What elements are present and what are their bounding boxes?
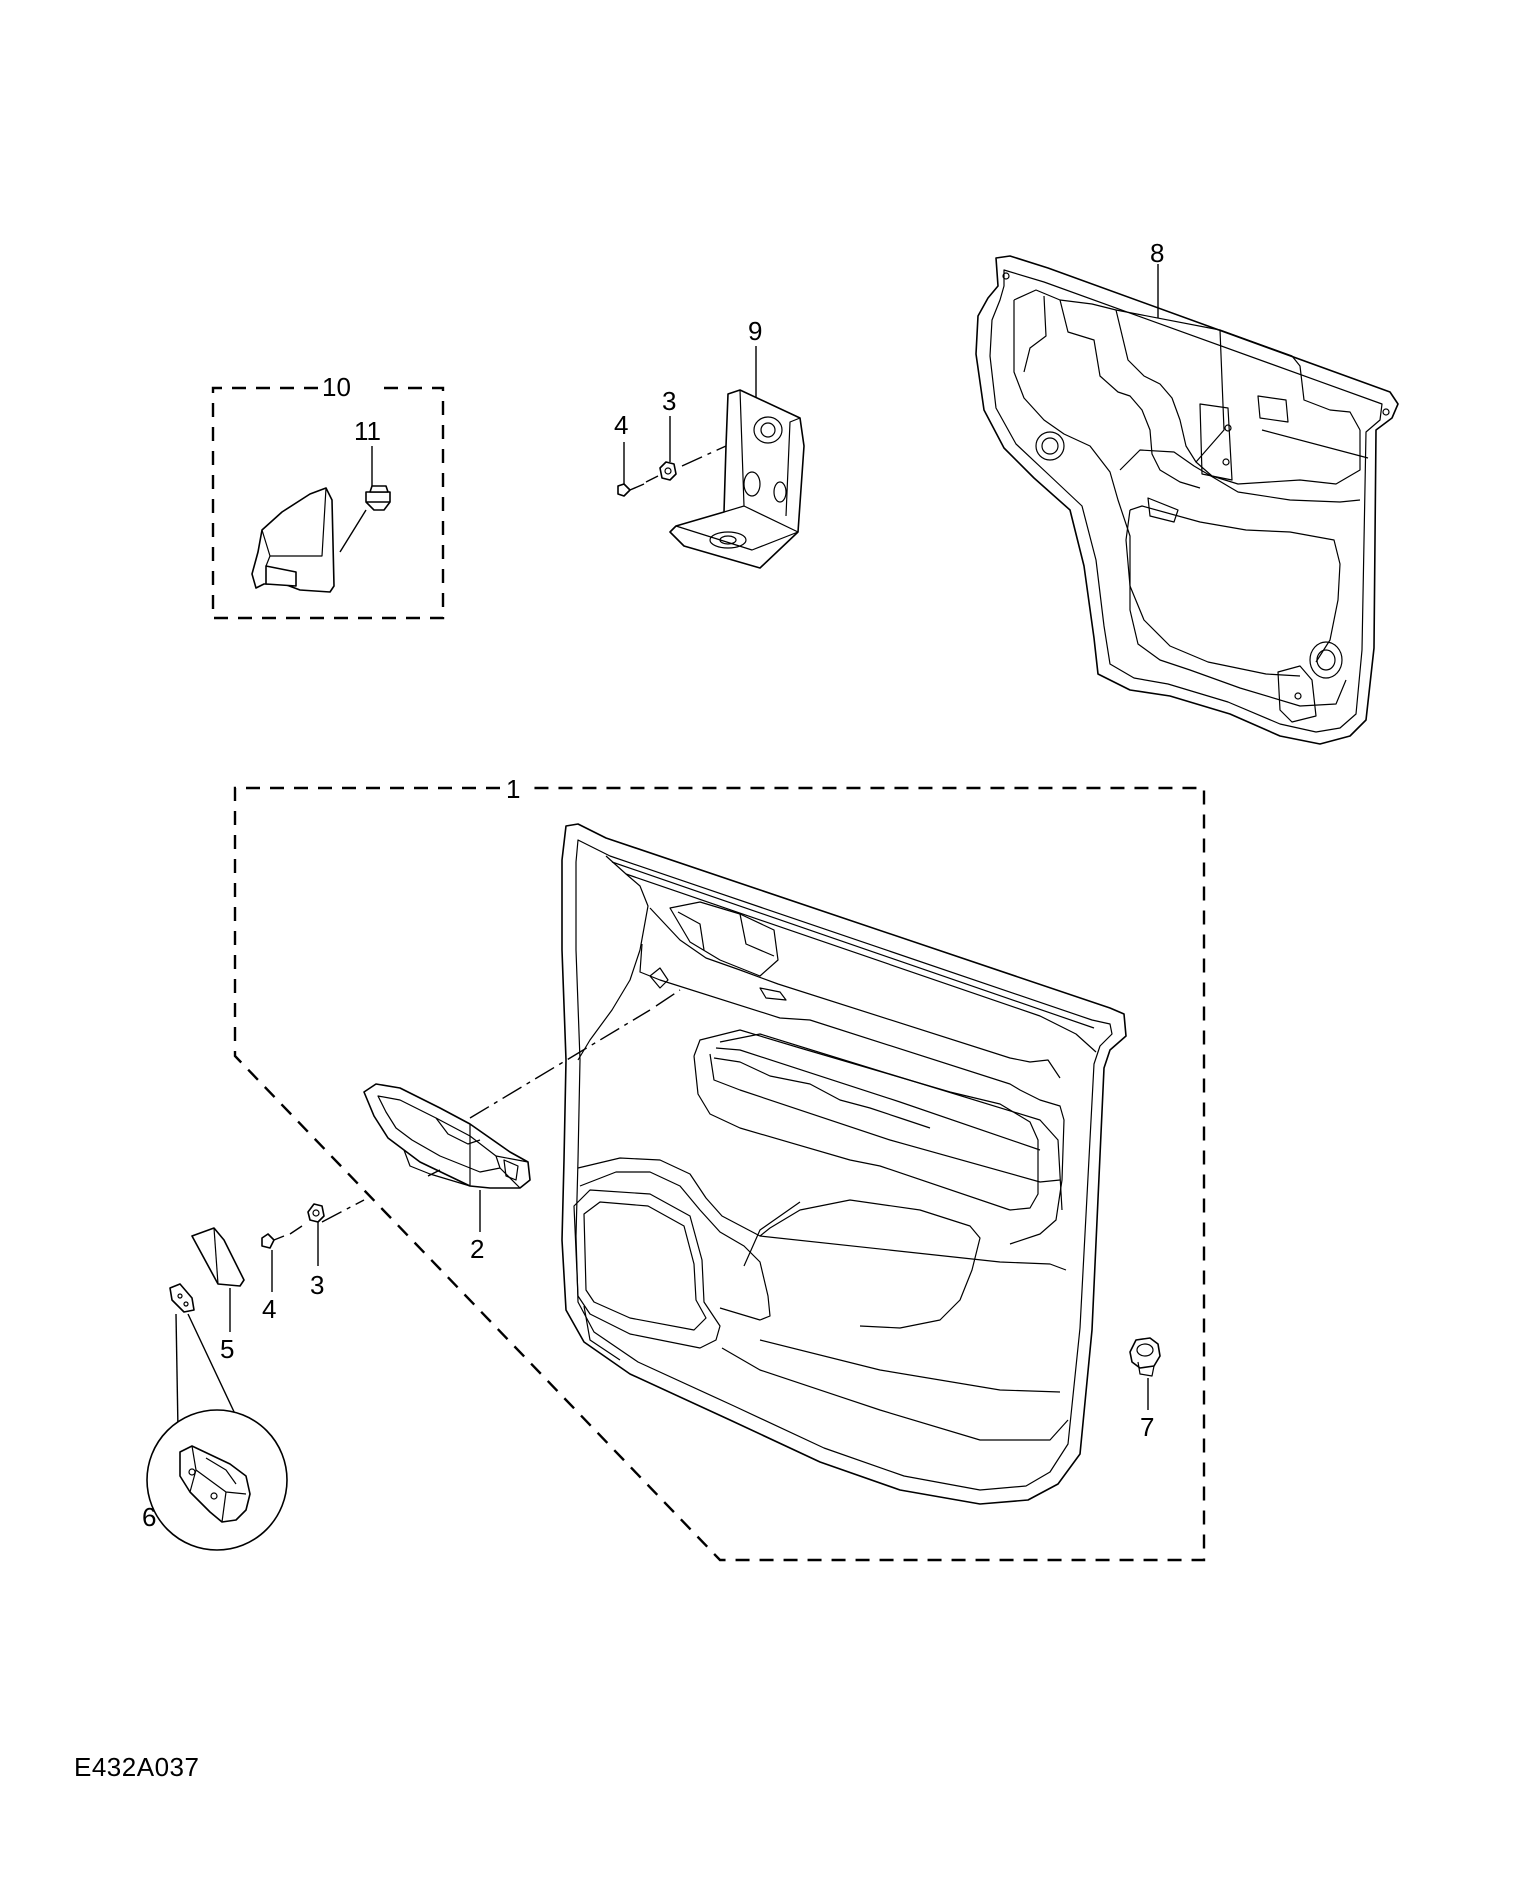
callout-10: 10	[322, 372, 351, 402]
group-1-dashed-box	[233, 786, 1206, 1562]
part-10-corner-trim-cover	[251, 487, 335, 593]
part-3-nut-lower	[307, 1203, 325, 1223]
part-1-door-trim-panel	[561, 823, 1127, 1505]
callout-9: 9	[748, 316, 762, 346]
callout-8: 8	[1150, 238, 1164, 268]
axis-line-fasteners	[289, 1169, 441, 1235]
callout-11: 11	[354, 416, 381, 446]
callout-4-lower: 4	[262, 1294, 276, 1324]
part-3-nut-upper	[659, 461, 677, 481]
callout-4-upper: 4	[614, 410, 628, 440]
leader-6a	[175, 1313, 179, 1431]
leader-11-to-10	[339, 509, 367, 553]
part-6-switch-small	[169, 1283, 195, 1313]
illustration-reference-code: E432A037	[74, 1752, 200, 1782]
part-2-door-handle-bezel	[363, 1083, 531, 1189]
axis-line-handle	[469, 1009, 651, 1119]
part-9-mounting-bracket	[669, 389, 805, 569]
axis-line-handle-2	[655, 989, 681, 1007]
part-7-retainer-clip	[1129, 1337, 1161, 1377]
callout-2: 2	[470, 1234, 484, 1264]
callout-3-lower: 3	[310, 1270, 324, 1300]
part-4-screw-lower	[261, 1233, 285, 1249]
callout-5: 5	[220, 1334, 234, 1364]
callout-3-upper: 3	[662, 386, 676, 416]
part-8-inner-door-panel	[975, 255, 1399, 745]
leader-6b	[187, 1313, 237, 1417]
callout-7: 7	[1140, 1412, 1154, 1442]
callout-6: 6	[142, 1502, 156, 1532]
axis-line-bracket	[645, 445, 727, 483]
part-11-clip	[365, 485, 391, 511]
callout-1: 1	[506, 774, 520, 804]
part-6-switch-detail	[179, 1445, 251, 1523]
part-5-cover-cap	[191, 1227, 245, 1287]
part-4-bolt-upper	[617, 483, 645, 497]
